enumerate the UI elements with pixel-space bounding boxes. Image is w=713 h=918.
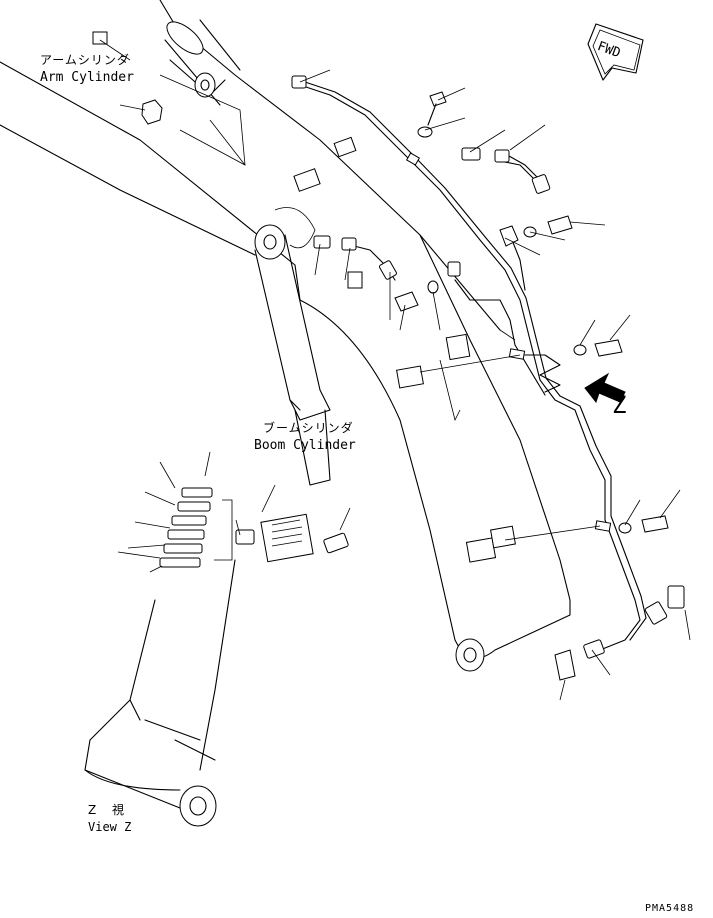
z-arrow	[584, 372, 626, 404]
elbow-fitting	[141, 99, 163, 125]
pipe-nut	[291, 75, 307, 89]
view-z-jp-label: Z 視	[88, 803, 131, 817]
boom-cylinder	[254, 207, 331, 486]
arm-cylinder-en-label: Arm Cylinder	[40, 70, 134, 85]
hydraulic-piping	[299, 81, 647, 651]
arm-cylinder-jp-label: アームシリンダ	[40, 53, 130, 67]
view-z-parts	[117, 451, 351, 573]
bolt-stack	[159, 487, 233, 568]
clip-part	[92, 31, 108, 45]
boom-cylinder-en-label: Boom Cylinder	[254, 438, 356, 453]
leader-lines	[99, 39, 691, 701]
view-z-en-label: View Z	[88, 820, 132, 834]
fwd-arrow-icon	[587, 23, 644, 81]
boom-body	[0, 0, 571, 672]
fittings	[92, 31, 685, 681]
drawing-code: PMA5488	[645, 903, 695, 914]
arm-cylinder	[159, 19, 246, 166]
z-arrow-label: Z	[612, 391, 627, 419]
view-z-arm	[84, 559, 236, 827]
boom-cylinder-jp-label: ブームシリンダ	[263, 421, 354, 435]
